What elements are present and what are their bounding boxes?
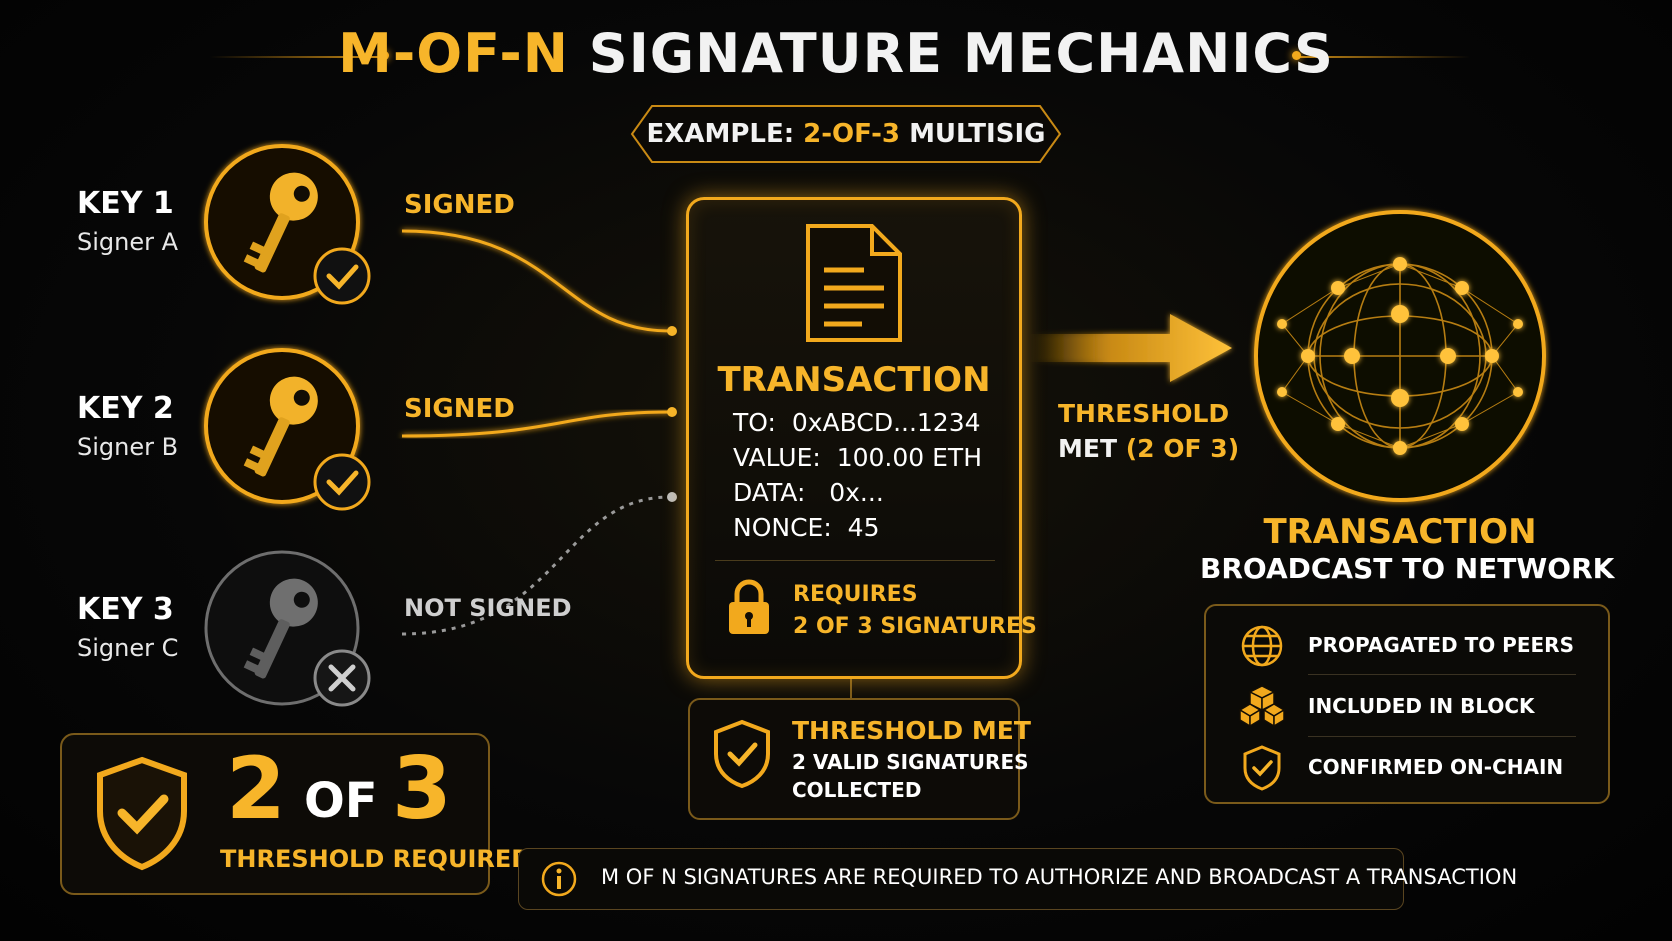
- title-rule-dot-right: [1292, 51, 1301, 60]
- document-icon: [806, 224, 902, 342]
- example-suffix: MULTISIG: [909, 119, 1046, 149]
- threshold-arrow-count: (2 OF 3): [1125, 434, 1240, 463]
- threshold-arrow-line1: THRESHOLD: [1058, 399, 1230, 428]
- field-value: 100.00 ETH: [836, 443, 983, 472]
- connector-key3-dot: [667, 492, 677, 502]
- title-rule-left: [210, 56, 380, 58]
- field-value: 0xABCD...1234: [791, 408, 981, 437]
- key1-status: SIGNED: [404, 190, 515, 220]
- threshold-required-label: THRESHOLD REQUIRED: [220, 845, 532, 873]
- status-divider: [1308, 674, 1576, 675]
- blocks-icon: [1238, 685, 1286, 728]
- threshold-met-line2: COLLECTED: [792, 778, 922, 802]
- field-value: 45: [847, 513, 880, 542]
- example-prefix: EXAMPLE:: [646, 119, 795, 149]
- lock-icon: [729, 579, 769, 634]
- field-value: 0x...: [829, 478, 884, 507]
- status-confirmed: CONFIRMED ON-CHAIN: [1308, 755, 1564, 779]
- shield-check-icon: [714, 719, 770, 789]
- connector-key3: [401, 495, 671, 636]
- field-label: DATA:: [733, 478, 806, 507]
- title-rule-right: [1300, 56, 1470, 58]
- transaction-title: TRANSACTION: [717, 360, 991, 400]
- connector-key2: [401, 410, 671, 438]
- transaction-card: TRANSACTION TO: 0xABCD...1234 VALUE: 100…: [686, 197, 1037, 679]
- connector-key1: [401, 229, 671, 333]
- key2-status: SIGNED: [404, 394, 515, 424]
- tx-field-data: DATA: 0x...: [733, 478, 884, 507]
- broadcast-title: TRANSACTION: [1263, 512, 1537, 552]
- connector-key1-dot: [667, 326, 677, 336]
- example-badge: EXAMPLE: 2-OF-3 MULTISIG: [640, 108, 1052, 160]
- tx-field-nonce: NONCE: 45: [733, 513, 879, 542]
- shield-check-icon: [97, 756, 187, 871]
- requires-line1: REQUIRES: [793, 582, 918, 607]
- key2-signer: Signer B: [77, 433, 179, 461]
- threshold-n: 3: [392, 739, 452, 839]
- key3-token: [204, 550, 371, 707]
- threshold-arrow: [1030, 314, 1232, 382]
- info-text: M OF N SIGNATURES ARE REQUIRED TO AUTHOR…: [601, 865, 1518, 889]
- threshold-of: OF: [304, 773, 378, 829]
- key2-token: [204, 348, 371, 511]
- tx-divider: [715, 560, 995, 561]
- globe-icon: [1241, 625, 1283, 667]
- key3-signer: Signer C: [77, 634, 179, 662]
- key1-signer: Signer A: [77, 228, 179, 256]
- title-main: SIGNATURE MECHANICS: [588, 22, 1334, 85]
- requires-line2: 2 OF 3 SIGNATURES: [793, 614, 1037, 639]
- connector-key2-dot: [667, 407, 677, 417]
- key-icon: [243, 172, 318, 273]
- status-included: INCLUDED IN BLOCK: [1308, 694, 1535, 718]
- page-title: M-OF-N SIGNATURE MECHANICS: [0, 22, 1672, 85]
- shield-check-icon: [1243, 745, 1281, 791]
- field-label: VALUE:: [733, 443, 821, 472]
- key2-label: KEY 2: [77, 391, 174, 426]
- status-propagated: PROPAGATED TO PEERS: [1308, 633, 1574, 657]
- field-label: NONCE:: [733, 513, 832, 542]
- key1-label: KEY 1: [77, 186, 174, 221]
- threshold-met-card: THRESHOLD MET 2 VALID SIGNATURES COLLECT…: [688, 698, 1031, 820]
- key-icon: [243, 578, 318, 679]
- example-badge-frame: [630, 105, 1062, 163]
- broadcast-status-card: PROPAGATED TO PEERS INCLUDED IN BLOCK CO…: [1204, 604, 1610, 804]
- status-divider: [1308, 736, 1576, 737]
- tx-field-value: VALUE: 100.00 ETH: [733, 443, 982, 472]
- check-badge-icon: [313, 453, 371, 511]
- info-icon: [541, 861, 577, 897]
- field-label: TO:: [733, 408, 776, 437]
- example-highlight: 2-OF-3: [803, 119, 900, 149]
- title-rule-dot-left: [380, 51, 389, 60]
- key1-token: [204, 144, 371, 305]
- tx-field-to: TO: 0xABCD...1234: [733, 408, 981, 437]
- threshold-arrow-met: MET: [1058, 434, 1118, 463]
- broadcast-subtitle: BROADCAST TO NETWORK: [1200, 552, 1615, 585]
- title-highlight: M-OF-N: [338, 22, 569, 85]
- key3-label: KEY 3: [77, 592, 174, 627]
- key-icon: [243, 376, 318, 477]
- threshold-m: 2: [226, 739, 286, 839]
- key3-status: NOT SIGNED: [404, 594, 572, 622]
- threshold-met-line1: 2 VALID SIGNATURES: [792, 750, 1029, 774]
- threshold-met-title: THRESHOLD MET: [792, 716, 1031, 745]
- network-globe-icon: [1254, 210, 1546, 502]
- check-badge-icon: [313, 247, 371, 305]
- threshold-summary-card: 2 OF 3 THRESHOLD REQUIRED: [60, 733, 531, 895]
- info-bar: M OF N SIGNATURES ARE REQUIRED TO AUTHOR…: [518, 848, 1517, 910]
- threshold-arrow-line2: MET (2 OF 3): [1058, 434, 1239, 463]
